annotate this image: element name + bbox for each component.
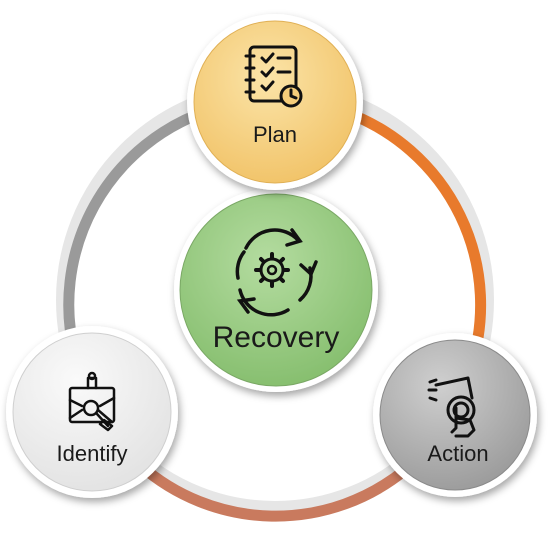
- node-identify: [6, 326, 178, 498]
- arc-identify-plan: [63, 104, 216, 361]
- checklist-clock-icon: [244, 45, 303, 108]
- touch-press-icon: [427, 376, 476, 438]
- arc-plan-action: [339, 106, 487, 376]
- node-action-label: Action: [427, 441, 488, 466]
- center-label: Recovery: [213, 321, 340, 354]
- node-plan-label: Plan: [253, 122, 297, 147]
- center-node-recovery: [174, 188, 378, 392]
- node-identify-label: Identify: [57, 441, 128, 466]
- map-search-icon: [68, 371, 116, 432]
- gear-cycle-icon: [235, 228, 318, 317]
- arc-action-identify: [134, 459, 411, 522]
